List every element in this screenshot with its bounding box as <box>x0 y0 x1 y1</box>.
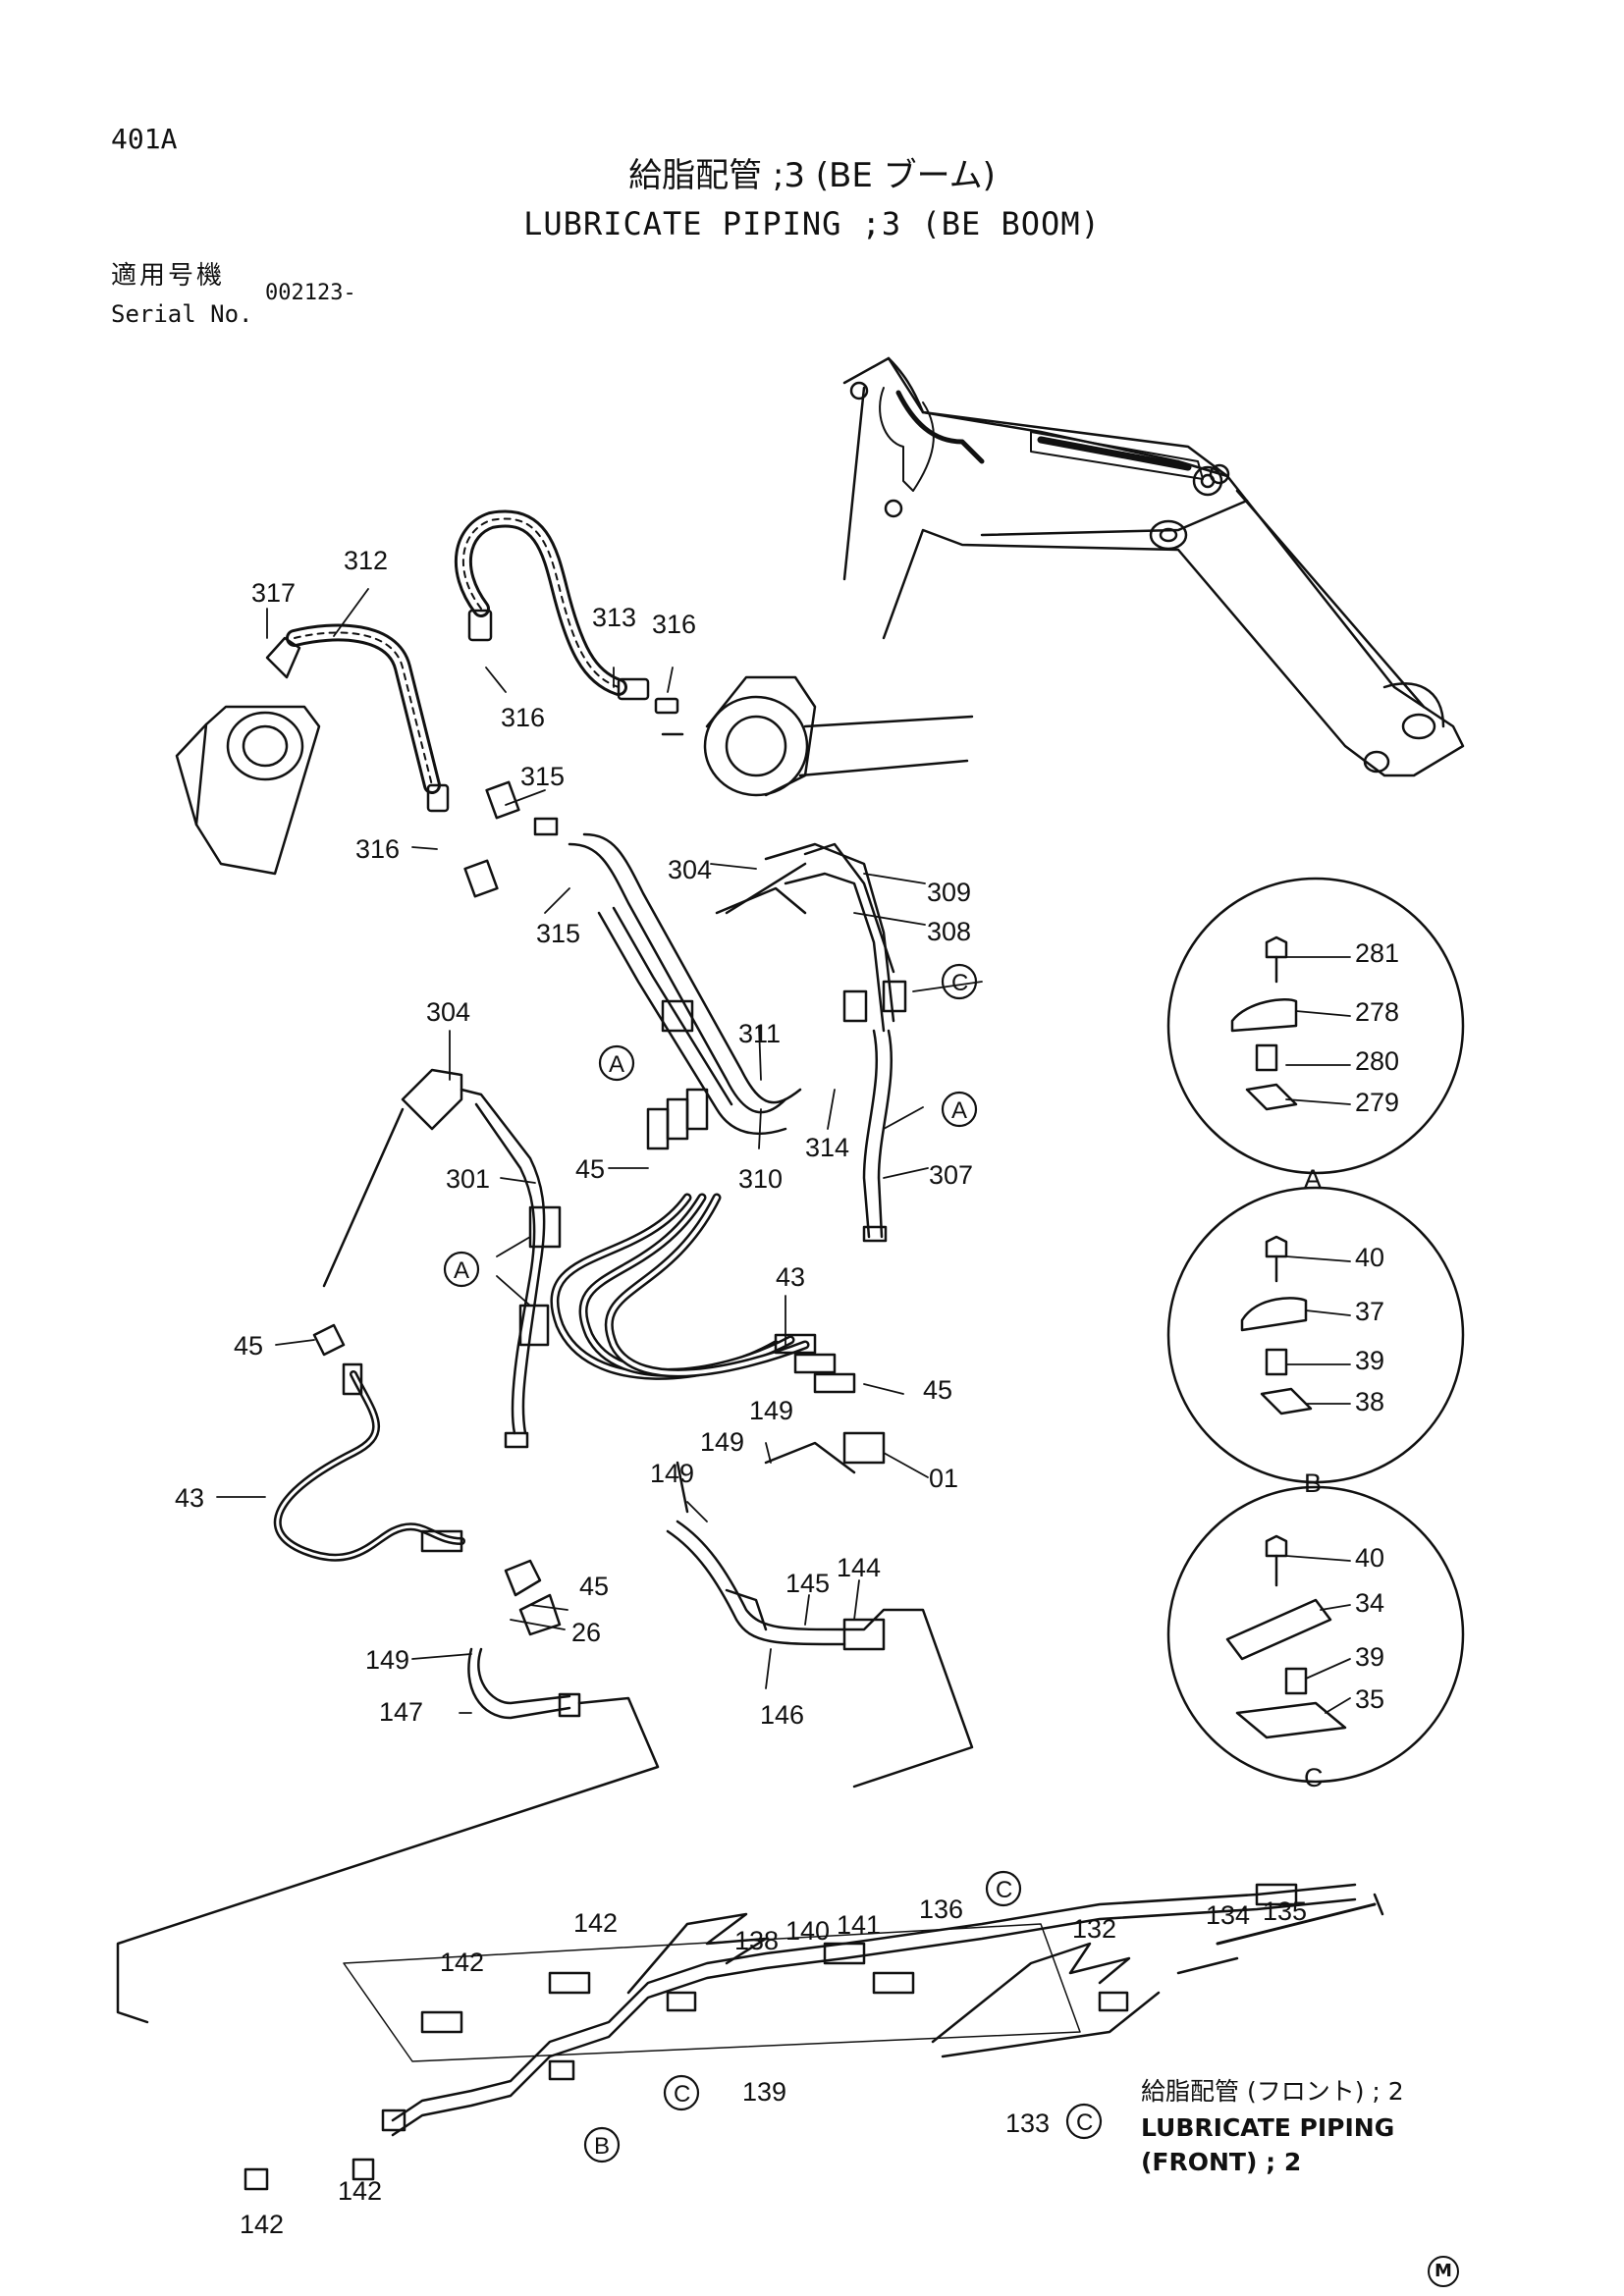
ref-a-3: A <box>454 1257 469 1284</box>
callout-145: 145 <box>785 1569 830 1598</box>
callout-313: 313 <box>592 603 636 632</box>
callout-45-c: 45 <box>923 1375 952 1405</box>
ref-c-4: C <box>1076 2109 1093 2136</box>
callout-139: 139 <box>742 2077 786 2107</box>
callout-149-a: 149 <box>749 1396 793 1425</box>
hose-43-left <box>273 1323 542 1597</box>
callout-308: 308 <box>927 917 971 946</box>
callout-314: 314 <box>805 1133 849 1162</box>
callout-146: 146 <box>760 1700 804 1730</box>
pipe-bottom-assembly <box>244 1883 1384 2191</box>
callout-278: 278 <box>1355 997 1399 1027</box>
callout-38: 38 <box>1355 1387 1384 1416</box>
page-title-jp: 給脂配管 ;3 (BE ブーム) <box>628 156 996 195</box>
page-title-en: LUBRICATE PIPING ;3 (BE BOOM) <box>523 205 1101 242</box>
callout-280: 280 <box>1355 1046 1399 1076</box>
callout-316-c: 316 <box>355 834 400 864</box>
circle-ref-markers <box>443 963 1103 2163</box>
detail-circle-b <box>1166 1186 1465 1484</box>
pipe-145-146 <box>116 1431 974 2024</box>
callout-315-a: 315 <box>520 762 565 791</box>
callout-45-d: 45 <box>579 1572 609 1601</box>
callout-43-b: 43 <box>175 1483 204 1513</box>
detail-label-b: B <box>1304 1468 1322 1498</box>
ref-c-3: C <box>996 1877 1012 1903</box>
callout-132: 132 <box>1072 1914 1116 1944</box>
detail-circle-a <box>1166 877 1465 1175</box>
callout-34: 34 <box>1355 1588 1384 1618</box>
callout-133: 133 <box>1005 2109 1050 2138</box>
boom-bracket <box>175 705 321 876</box>
callout-311: 311 <box>738 1019 781 1048</box>
callout-304-a: 304 <box>668 855 712 884</box>
callout-142-a: 142 <box>440 1948 484 1977</box>
callout-39-c: 39 <box>1355 1642 1384 1672</box>
callout-149-d: 149 <box>365 1645 409 1675</box>
detail-label-c: C <box>1304 1763 1324 1792</box>
callout-01: 01 <box>929 1464 958 1493</box>
callout-37: 37 <box>1355 1297 1384 1326</box>
callout-304-b: 304 <box>426 997 470 1027</box>
serial-label-jp: 適用号機 <box>111 261 226 291</box>
front-piping-note-jp: 給脂配管 (フロント) ; 2 <box>1141 2077 1404 2106</box>
front-piping-note-en-qty: (FRONT) ; 2 <box>1141 2148 1302 2176</box>
callout-142-c: 142 <box>338 2176 382 2206</box>
callout-141: 141 <box>837 1910 881 1940</box>
ref-a-2: A <box>951 1097 967 1124</box>
callout-149-c: 149 <box>650 1459 694 1488</box>
hose-312 <box>265 623 450 813</box>
front-piping-note-en: LUBRICATE PIPING <box>1141 2113 1395 2142</box>
callout-35: 35 <box>1355 1684 1384 1714</box>
ref-a-1: A <box>609 1051 624 1078</box>
pipe-311-310 <box>463 780 802 1136</box>
callout-310: 310 <box>738 1164 783 1194</box>
callout-316-a: 316 <box>652 610 696 639</box>
callout-142-b: 142 <box>573 1908 618 1938</box>
callout-45-a: 45 <box>575 1154 605 1184</box>
hose-313 <box>454 509 679 715</box>
cylinder-end <box>661 675 974 797</box>
pipe-301 <box>322 1068 562 1449</box>
callout-315-b: 315 <box>536 919 580 948</box>
callout-316-b: 316 <box>501 703 545 732</box>
ref-b-1: B <box>594 2133 610 2160</box>
callout-45-b: 45 <box>234 1331 263 1361</box>
callout-39-b: 39 <box>1355 1346 1384 1375</box>
callout-26: 26 <box>571 1618 601 1647</box>
m-mark: M <box>1428 2256 1459 2287</box>
serial-label-en: Serial No. <box>111 300 253 328</box>
callout-301: 301 <box>446 1164 490 1194</box>
callout-307: 307 <box>929 1160 973 1190</box>
callout-136: 136 <box>919 1895 963 1924</box>
page-code: 401A <box>111 123 178 155</box>
callout-147: 147 <box>379 1697 423 1727</box>
callout-309: 309 <box>927 878 971 907</box>
callout-40-b: 40 <box>1355 1243 1384 1272</box>
callout-40-c: 40 <box>1355 1543 1384 1573</box>
serial-value: 002123- <box>265 281 356 305</box>
callout-144: 144 <box>837 1553 881 1582</box>
boom-overview <box>842 356 1465 777</box>
hose-43-center <box>550 1088 856 1394</box>
callout-134: 134 <box>1206 1900 1250 1930</box>
callout-135: 135 <box>1263 1896 1307 1926</box>
detail-label-a: A <box>1304 1164 1322 1194</box>
callout-142-d: 142 <box>240 2210 284 2239</box>
callout-279: 279 <box>1355 1088 1399 1117</box>
ref-c-1: C <box>951 970 968 996</box>
callout-43-a: 43 <box>776 1262 805 1292</box>
callout-312: 312 <box>344 546 388 575</box>
callout-140: 140 <box>785 1916 830 1946</box>
detail-circle-c <box>1166 1485 1465 1784</box>
callout-317: 317 <box>251 578 296 608</box>
callout-281: 281 <box>1355 938 1399 968</box>
callout-149-b: 149 <box>700 1427 744 1457</box>
leader-lines <box>216 588 1351 1714</box>
callout-138: 138 <box>734 1926 779 1955</box>
ref-c-2: C <box>674 2081 690 2108</box>
pipe-309-308-307 <box>715 842 907 1243</box>
